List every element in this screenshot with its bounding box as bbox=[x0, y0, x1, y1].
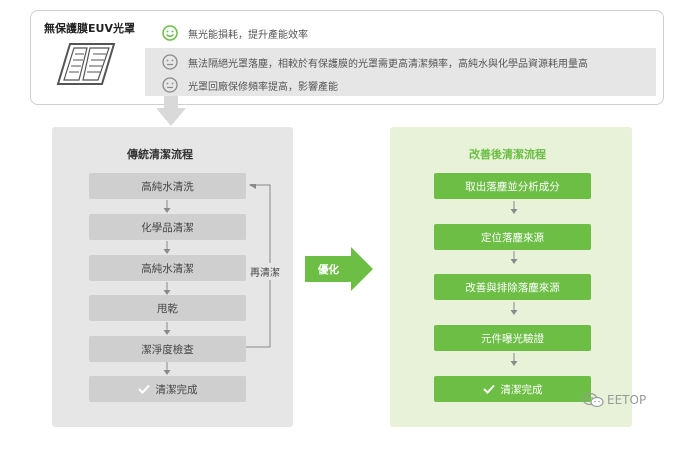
trad-final-step: 清潔完成 bbox=[89, 376, 246, 402]
arrow-down-icon bbox=[163, 362, 171, 375]
benefit-text: 無光能損耗，提升產能效率 bbox=[188, 29, 308, 41]
optimize-arrow-icon bbox=[305, 247, 373, 291]
improved-title: 改善後清潔流程 bbox=[469, 148, 546, 161]
trad-step-2: 化學品清潔 bbox=[89, 214, 246, 240]
watermark: EETOP bbox=[582, 392, 646, 408]
check-icon bbox=[137, 384, 150, 394]
benefit-row: 無光能損耗，提升產能效率 bbox=[162, 25, 308, 41]
arrow-down-icon bbox=[163, 241, 171, 254]
traditional-title: 傳統清潔流程 bbox=[127, 148, 193, 161]
imp-step-4: 元件曝光驗證 bbox=[434, 325, 591, 351]
trad-final-label: 清潔完成 bbox=[155, 383, 198, 396]
smile-icon bbox=[162, 25, 178, 41]
trad-step-5: 潔淨度檢查 bbox=[89, 336, 246, 362]
trad-step-1: 高純水清洗 bbox=[89, 173, 246, 199]
drawback-text-1: 無法隔絕光罩落塵，相較於有保護膜的光罩需更高清潔頻率，高純水與化學品資源耗用量高 bbox=[188, 58, 588, 70]
neutral-face-icon bbox=[162, 77, 178, 93]
trad-step-4: 甩乾 bbox=[89, 295, 246, 321]
drawback-text-2: 光罩回廠保修頻率提高，影響產能 bbox=[188, 81, 338, 93]
arrow-down-icon bbox=[163, 282, 171, 295]
check-icon bbox=[482, 384, 495, 394]
optimize-label: 優化 bbox=[318, 264, 339, 276]
reclean-label: 再清潔 bbox=[250, 263, 280, 280]
arrow-down-icon bbox=[510, 251, 518, 264]
mask-title: 無保護膜EUV光罩 bbox=[44, 22, 135, 35]
down-arrow-icon bbox=[156, 96, 186, 126]
watermark-text: EETOP bbox=[607, 393, 647, 407]
drawbacks-band bbox=[145, 48, 656, 96]
imp-final-step: 清潔完成 bbox=[434, 376, 591, 402]
arrow-down-icon bbox=[510, 353, 518, 366]
arrow-down-icon bbox=[163, 322, 171, 335]
imp-step-3: 改善與排除落塵來源 bbox=[434, 274, 591, 300]
imp-step-2: 定位落塵來源 bbox=[434, 224, 591, 250]
drawback-row-1: 無法隔絕光罩落塵，相較於有保護膜的光罩需更高清潔頻率，高純水與化學品資源耗用量高 bbox=[162, 54, 588, 70]
wechat-icon bbox=[582, 392, 604, 408]
neutral-face-icon bbox=[162, 54, 178, 70]
drawback-row-2: 光罩回廠保修頻率提高，影響產能 bbox=[162, 77, 338, 93]
arrow-down-icon bbox=[510, 201, 518, 214]
imp-step-1: 取出落塵並分析成分 bbox=[434, 173, 591, 199]
arrow-down-icon bbox=[163, 200, 171, 213]
photomask-icon bbox=[56, 43, 116, 85]
imp-final-label: 清潔完成 bbox=[500, 383, 543, 396]
trad-step-3: 高純水清潔 bbox=[89, 255, 246, 281]
arrow-down-icon bbox=[510, 302, 518, 315]
